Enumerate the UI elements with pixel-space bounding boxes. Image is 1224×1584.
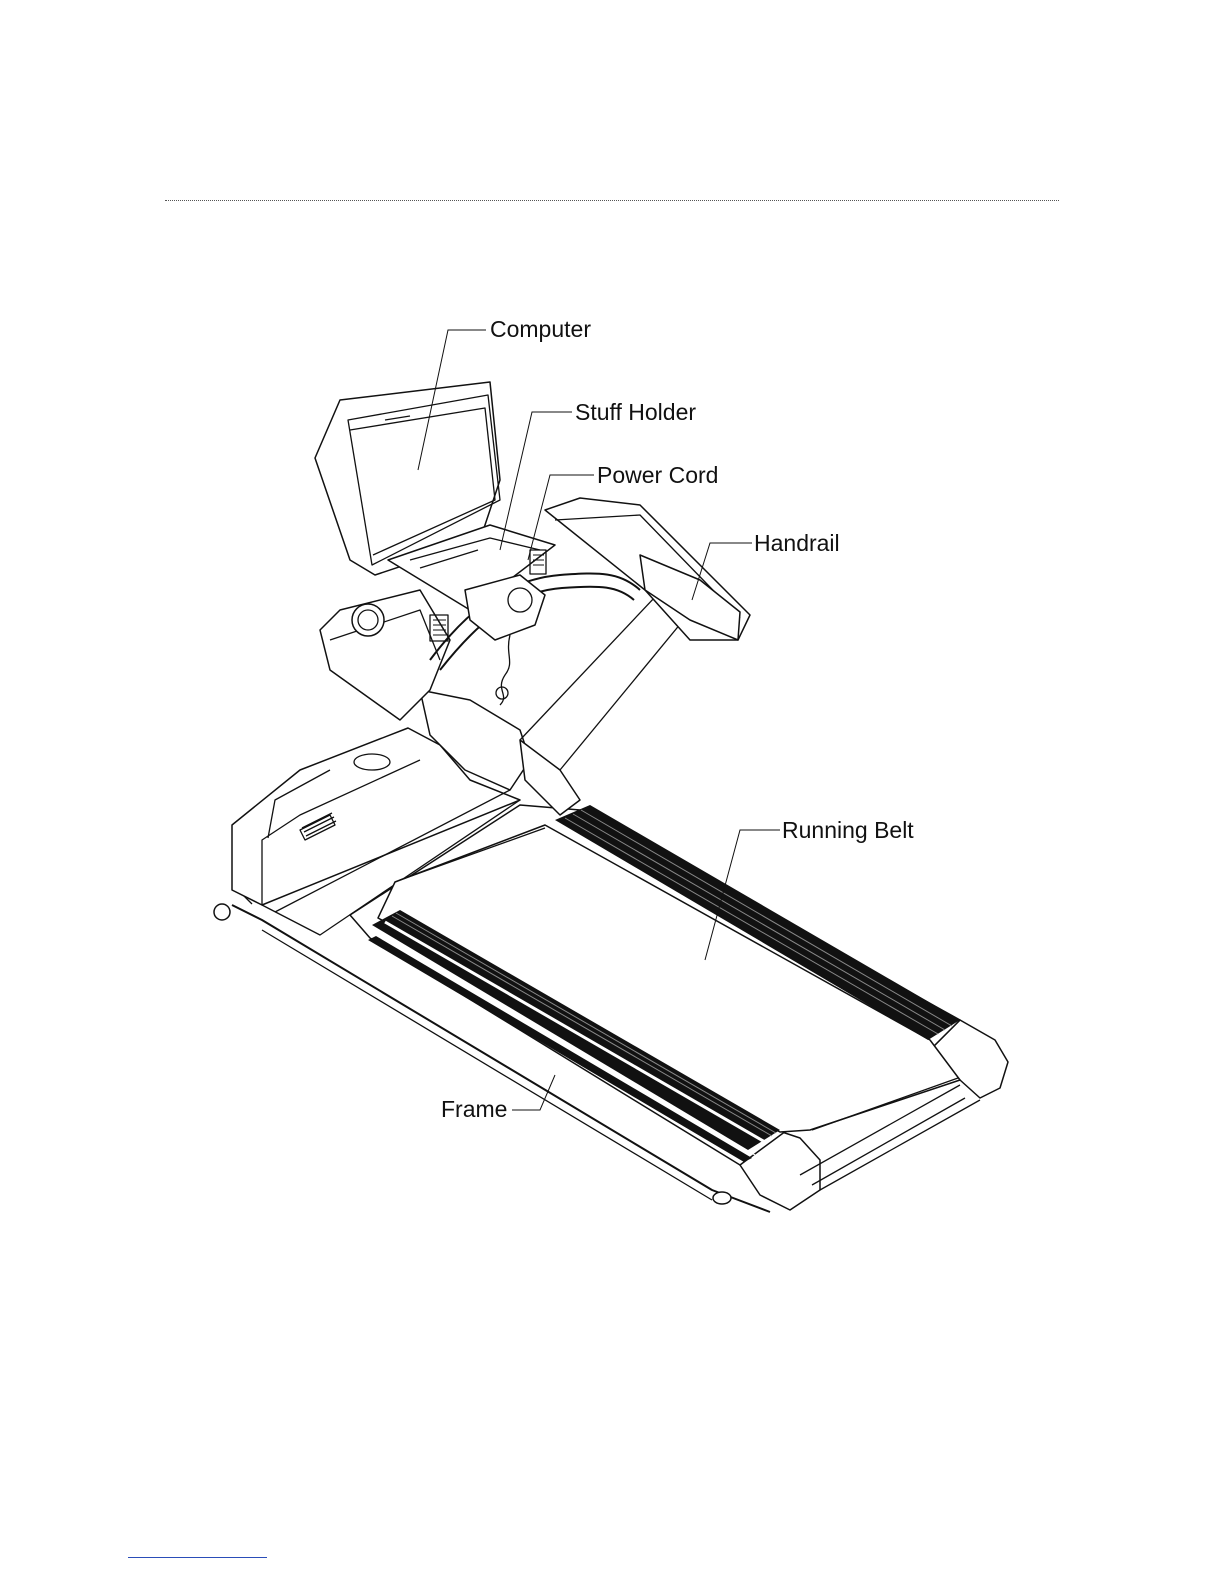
power-cord-label: Power Cord xyxy=(597,462,718,488)
running-belt-label: Running Belt xyxy=(782,817,914,843)
computer-label: Computer xyxy=(490,316,591,342)
handrail-label: Handrail xyxy=(754,530,840,556)
footer-link-underline xyxy=(128,1557,267,1558)
stuff-holder-label: Stuff Holder xyxy=(575,399,696,425)
frame-label: Frame xyxy=(441,1096,507,1122)
